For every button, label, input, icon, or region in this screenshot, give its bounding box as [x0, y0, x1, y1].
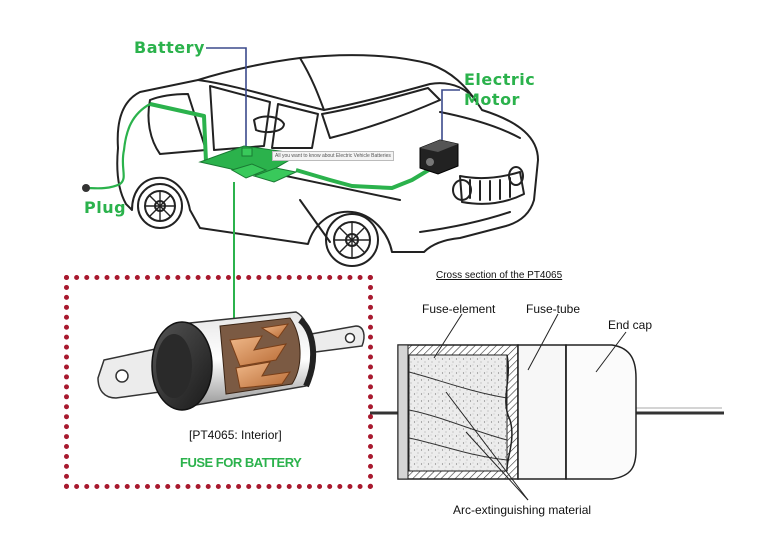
plug-label: Plug: [84, 198, 127, 217]
end-cap-label: End cap: [608, 318, 653, 332]
electric-motor: [419, 139, 459, 175]
fuse-element-label: Fuse-element: [422, 302, 496, 316]
fuse-tube-label: Fuse-tube: [526, 302, 581, 316]
charging-plug: [82, 103, 151, 192]
battery-label: Battery: [134, 38, 205, 57]
fuse-3d-cutaway: [97, 311, 365, 411]
arc-material-label: Arc-extinguishing material: [453, 503, 592, 517]
electric-label: Electric: [464, 70, 536, 89]
cross-section-title: Cross section of the PT4065: [436, 270, 563, 281]
battery-tooltip: All you want to know about Electric Vehi…: [272, 151, 394, 161]
fuse-highlight-frame: [64, 275, 373, 489]
fuse-interior-caption: [PT4065: Interior]: [189, 428, 282, 442]
motor-label: Motor: [464, 90, 520, 109]
fuse-cross-section: [370, 344, 724, 480]
fuse-for-battery-label: FUSE FOR BATTERY: [180, 455, 302, 470]
